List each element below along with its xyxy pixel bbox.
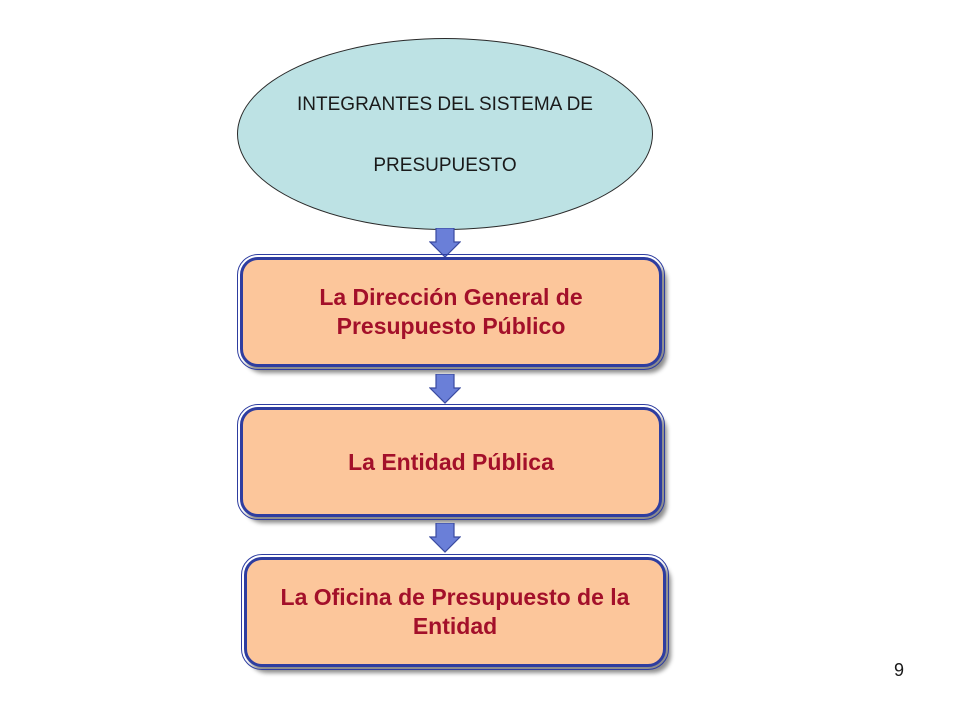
node-oficina-presupuesto: La Oficina de Presupuesto de la Entidad <box>241 554 669 670</box>
page-number: 9 <box>893 660 904 680</box>
node-entidad-publica: La Entidad Pública <box>237 404 665 520</box>
top-node-title-line1: INTEGRANTES DEL SISTEMA DE <box>297 94 593 116</box>
node-entidad-publica-label: La Entidad Pública <box>348 448 554 475</box>
top-node-title-line2: PRESUPUESTO <box>373 155 517 176</box>
top-ellipse-node: INTEGRANTES DEL SISTEMA DE PRESUPUESTO <box>237 38 653 230</box>
node-oficina-presupuesto-label: La Oficina de Presupuesto de la Entidad <box>280 584 630 639</box>
down-arrow-icon <box>429 228 461 258</box>
down-arrow-icon <box>429 523 461 553</box>
node-direccion-general-label: La Dirección General de Presupuesto Públ… <box>319 284 583 339</box>
node-direccion-general: La Dirección General de Presupuesto Públ… <box>237 254 665 370</box>
down-arrow-icon <box>429 374 461 404</box>
